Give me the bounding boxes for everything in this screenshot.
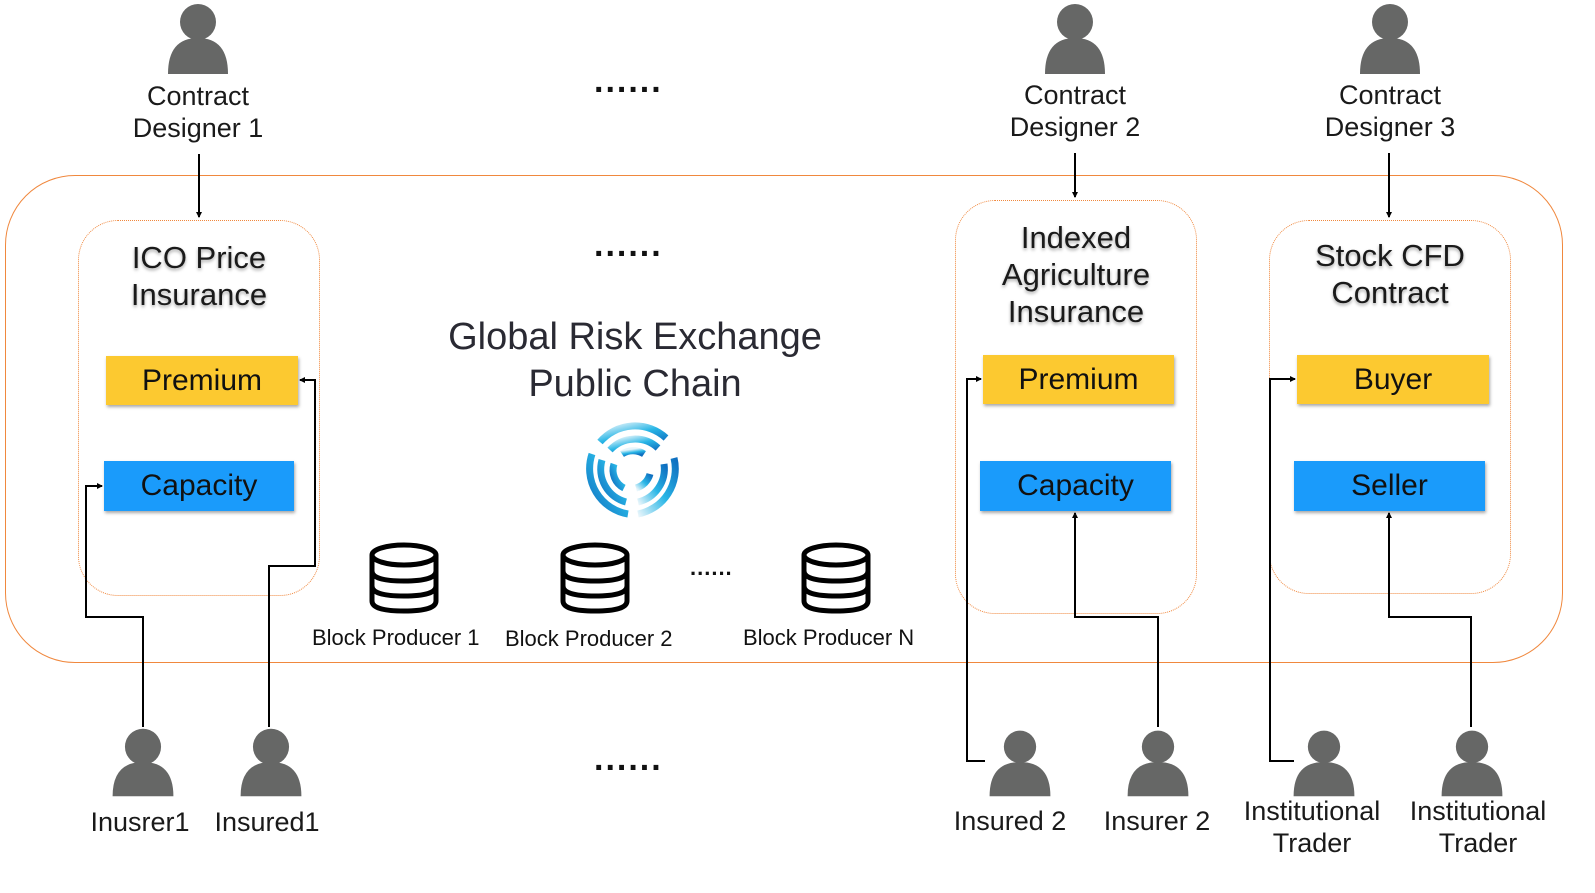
ico-premium-box[interactable]: Premium [106,356,298,405]
block-producer-2-database-icon [560,542,630,614]
ico-capacity-box[interactable]: Capacity [104,461,294,511]
participants-ellipsis: ...... [594,740,663,778]
designer-2-label: Contract Designer 2 [1009,80,1141,142]
block-producer-1-label: Block Producer 1 [312,625,480,650]
participant-insured1-person-icon [240,728,302,797]
participant-institutional-trader-2-person-icon [1441,730,1503,797]
cfd-buyer-box[interactable]: Buyer [1297,355,1489,404]
global-risk-exchange-logo-icon [586,422,679,518]
block-producers-ellipsis: ...... [690,555,733,580]
participant-insured2-label: Insured 2 [953,806,1067,836]
participant-insurer2-label: Insurer 2 [1103,806,1211,836]
page-title: Global Risk Exchange Public Chain [448,316,822,405]
block-producer-n-label: Block Producer N [743,625,915,650]
agri-capacity-box[interactable]: Capacity [980,461,1171,511]
participant-institutional-trader-1-label: Institutional Trader [1243,796,1381,858]
contract-ico-price-insurance[interactable]: ICO Price Insurance [78,220,320,596]
designers-ellipsis: ...... [594,62,663,100]
participant-inusrer1-person-icon [112,728,174,797]
contract-title: Stock CFD Contract [1315,238,1465,310]
designer-1-person-icon [168,4,228,74]
agri-premium-box[interactable]: Premium [983,355,1174,404]
contract-title: ICO Price Insurance [130,240,268,312]
contract-title: Indexed Agriculture Insurance [1001,220,1151,329]
public-chain-container [5,175,1563,663]
cfd-seller-box[interactable]: Seller [1294,461,1485,511]
block-producer-n-database-icon [801,542,871,614]
contracts-ellipsis: ...... [594,226,663,264]
participant-institutional-trader-1-person-icon [1293,730,1355,797]
contract-indexed-agriculture-insurance[interactable]: Indexed Agriculture Insurance [955,200,1197,614]
participant-inusrer1-label: Inusrer1 [90,807,190,837]
participant-institutional-trader-2-label: Institutional Trader [1409,796,1547,858]
designer-2-person-icon [1045,4,1105,74]
designer-3-label: Contract Designer 3 [1324,80,1456,142]
designer-1-label: Contract Designer 1 [132,81,264,143]
designer-3-person-icon [1360,4,1420,74]
contract-stock-cfd[interactable]: Stock CFD Contract [1269,220,1511,594]
participant-insurer2-person-icon [1127,730,1189,797]
block-producer-2-label: Block Producer 2 [505,626,673,651]
participant-insured2-person-icon [989,730,1051,797]
participant-insured1-label: Insured1 [214,807,320,837]
block-producer-1-database-icon [369,542,439,614]
